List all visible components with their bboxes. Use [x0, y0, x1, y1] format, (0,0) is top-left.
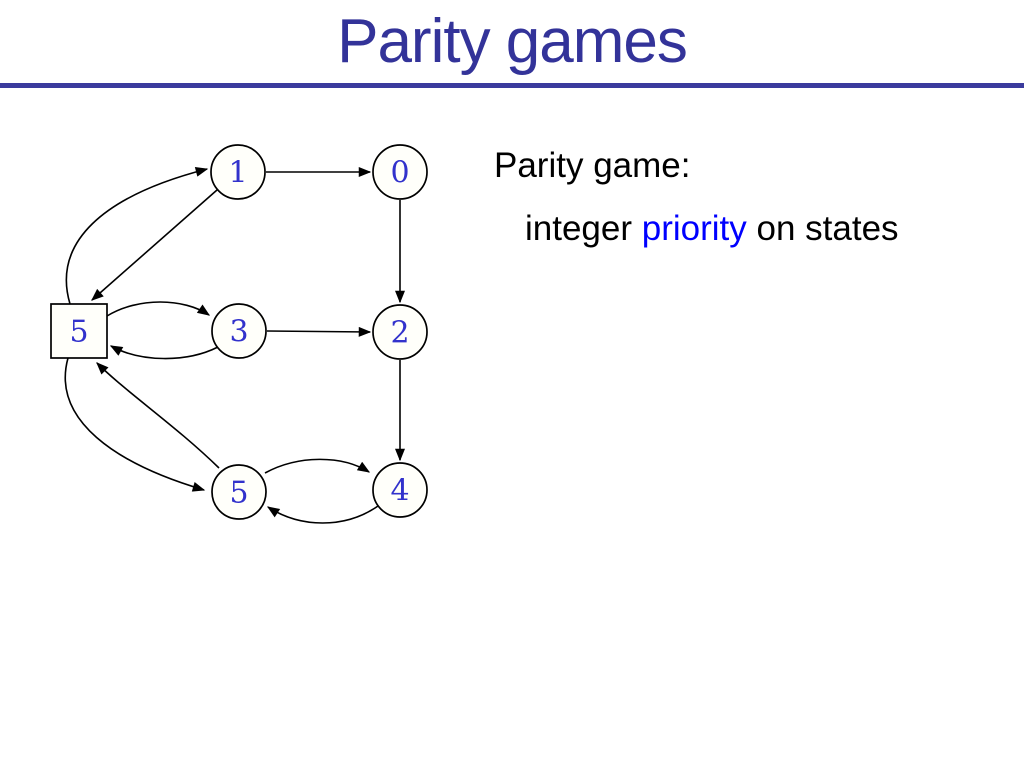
body-line2-suffix: on states	[746, 209, 899, 248]
slide-title: Parity games	[337, 7, 688, 76]
circle-node-shape	[372, 304, 428, 360]
body-line2-prefix: integer	[525, 209, 642, 248]
graph-node-n5c: 5	[211, 464, 267, 520]
edge-n1-to-n5sq	[91, 189, 218, 301]
circle-node-shape	[211, 464, 267, 520]
edge-n5sq-to-n3	[106, 301, 211, 317]
node-priority-label: 5	[69, 315, 88, 350]
circle-node-shape	[210, 144, 266, 200]
graph-node-n2: 2	[372, 304, 428, 360]
edge-n5c-to-n4	[264, 458, 371, 474]
graph-node-n1: 1	[210, 144, 266, 200]
node-priority-label: 4	[390, 474, 409, 509]
graph-node-n4: 4	[372, 462, 428, 518]
body-line-integer-priority: integer priority on states	[525, 211, 899, 247]
node-priority-label: 3	[229, 315, 248, 350]
node-priority-label: 1	[228, 156, 247, 191]
circle-node-shape	[211, 303, 267, 359]
circle-node-shape	[372, 462, 428, 518]
edge-n5c-to-n5sq	[96, 362, 220, 469]
edge-n4-to-n5c	[266, 505, 379, 524]
edge-n3-to-n2	[266, 326, 372, 337]
square-node-shape	[50, 303, 108, 359]
node-priority-label: 0	[390, 156, 409, 191]
graph-node-n3: 3	[211, 303, 267, 359]
nodes-layer: 1 0 5 3 2 5 4	[50, 144, 428, 520]
node-priority-label: 2	[390, 316, 409, 351]
body-line-parity-game: Parity game:	[494, 146, 691, 185]
circle-node-shape	[372, 144, 428, 200]
edge-n5sq-to-n5c	[64, 357, 206, 492]
graph-node-n5sq: 5	[50, 303, 108, 359]
title-underline	[0, 83, 1024, 88]
priority-highlight: priority	[641, 209, 747, 248]
edge-n5sq-to-n1	[65, 166, 209, 305]
edge-n3-to-n5sq	[109, 345, 219, 360]
node-priority-label: 5	[229, 476, 248, 511]
graph-node-n0: 0	[372, 144, 428, 200]
edges-layer	[64, 166, 405, 524]
